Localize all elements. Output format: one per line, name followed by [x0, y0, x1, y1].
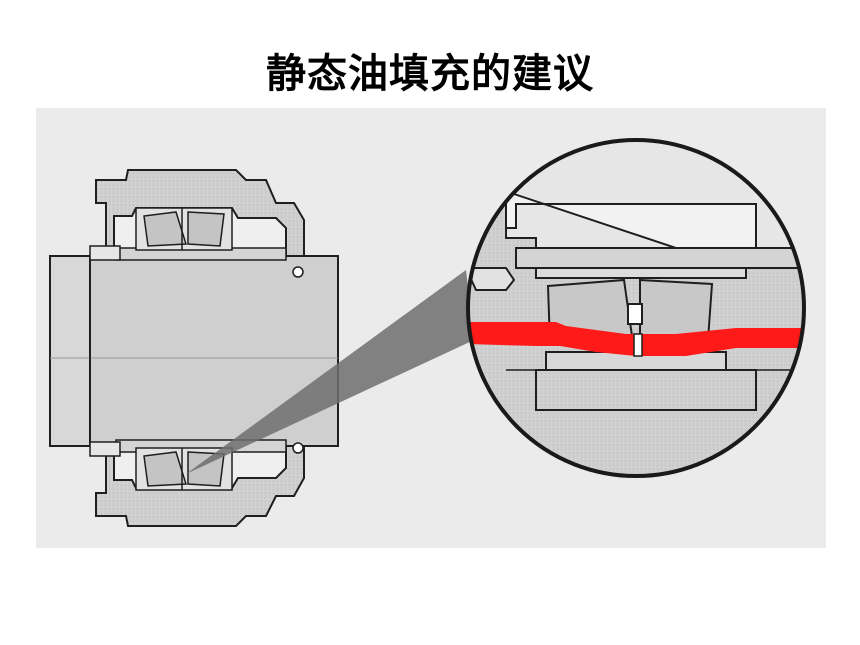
- lens-top-plate: [515, 247, 804, 269]
- slide-title: 静态油填充的建议: [266, 50, 594, 97]
- bolt-right-top: [292, 266, 304, 278]
- bearing-top: [135, 207, 233, 251]
- oil-fill: [468, 322, 804, 357]
- lens-roller-right: [639, 278, 714, 342]
- zoom-cone: [186, 270, 474, 474]
- bearing-diagram: [36, 108, 826, 548]
- lens-base: [535, 369, 757, 411]
- shaft-end: [49, 255, 91, 447]
- bolt-right-bottom: [292, 442, 304, 454]
- magnified-view: [466, 138, 806, 478]
- lens-border: [466, 138, 806, 478]
- seal-left: [89, 245, 121, 457]
- lens-seal: [468, 267, 516, 291]
- lens-cage: [627, 303, 643, 325]
